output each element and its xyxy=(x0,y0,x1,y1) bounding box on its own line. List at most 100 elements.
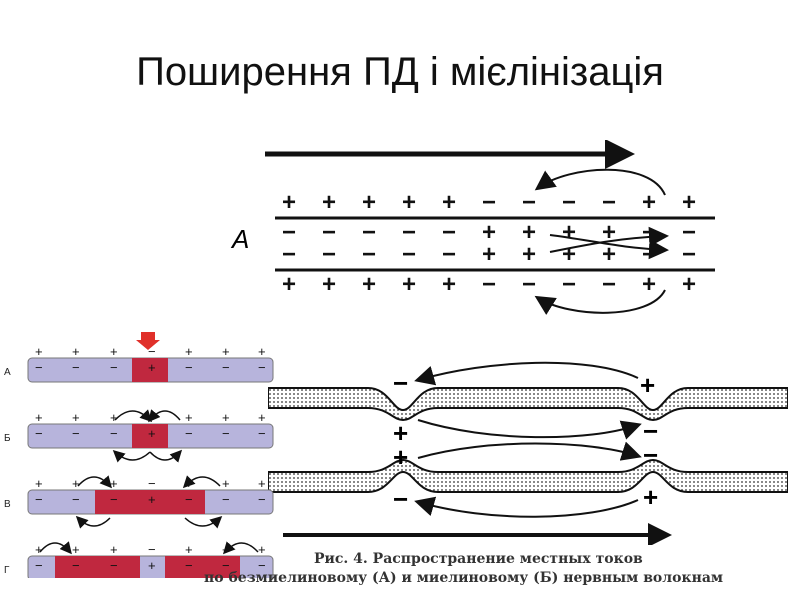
charge-sign: + xyxy=(442,189,456,216)
charge-sign: + xyxy=(282,271,296,298)
charge-sign: + xyxy=(148,492,156,507)
charge-sign: − xyxy=(362,219,376,246)
sign-node-right-mid1: − xyxy=(643,416,658,446)
current-arc xyxy=(112,449,151,463)
charge-sign: + xyxy=(222,344,230,359)
charge-sign: − xyxy=(602,189,616,216)
charge-sign: + xyxy=(442,271,456,298)
charge-sign: + xyxy=(35,542,43,557)
charge-sign: + xyxy=(362,189,376,216)
sign-row-outer-top: +++++−−−−++ xyxy=(282,189,696,216)
charge-sign: + xyxy=(110,476,118,491)
charge-sign: + xyxy=(258,344,266,359)
charge-sign: − xyxy=(72,426,80,441)
charge-sign: + xyxy=(258,410,266,425)
charge-sign: − xyxy=(258,492,266,507)
sign-row-outer-bottom: +++++−−−−++ xyxy=(282,271,696,298)
charge-sign: − xyxy=(222,426,230,441)
charge-sign: − xyxy=(602,271,616,298)
charge-sign: + xyxy=(482,219,496,246)
charge-sign: − xyxy=(185,360,193,375)
depolarized-zone xyxy=(55,556,140,578)
charge-sign: − xyxy=(522,189,536,216)
sign-row-inner-top: −−−−−++++−− xyxy=(282,219,696,246)
charge-sign: + xyxy=(322,189,336,216)
sign-row-inner-bottom: −−−−−++++−− xyxy=(282,241,696,268)
charge-sign: − xyxy=(362,241,376,268)
charge-sign: − xyxy=(72,360,80,375)
charge-sign: + xyxy=(682,189,696,216)
myelin-sheath xyxy=(268,458,788,493)
charge-sign: + xyxy=(148,558,156,573)
sign-node-left-bottom: − xyxy=(393,484,408,514)
figure-caption: Рис. 4. Распространение местных токов по… xyxy=(204,550,800,588)
charge-sign: + xyxy=(185,344,193,359)
local-current-arrow xyxy=(414,496,639,518)
myelin-sheath xyxy=(268,387,788,422)
unmyelinated-fiber-diagram: А +++++−−−−++ −−−−−++++−− −−−−−++++−− ++… xyxy=(230,140,715,315)
charge-sign: − xyxy=(185,492,193,507)
charge-sign: − xyxy=(482,189,496,216)
charge-sign: − xyxy=(110,360,118,375)
charge-sign: + xyxy=(35,476,43,491)
current-arc xyxy=(149,449,183,463)
charge-sign: − xyxy=(110,426,118,441)
charge-sign: + xyxy=(522,219,536,246)
current-arc xyxy=(222,541,259,555)
current-arc xyxy=(75,515,111,529)
charge-sign: + xyxy=(35,344,43,359)
charge-sign: + xyxy=(110,410,118,425)
charge-sign: + xyxy=(362,271,376,298)
charge-sign: − xyxy=(35,426,43,441)
charge-sign: + xyxy=(185,410,193,425)
local-current-arrow xyxy=(417,419,642,440)
row-label: А xyxy=(4,367,11,378)
charge-sign: + xyxy=(562,241,576,268)
charge-sign: + xyxy=(482,241,496,268)
charge-sign: + xyxy=(402,189,416,216)
charge-sign: − xyxy=(185,426,193,441)
depolarized-zone xyxy=(132,358,168,382)
caption-line-1: Рис. 4. Распространение местных токов xyxy=(314,551,643,567)
charge-sign: + xyxy=(562,219,576,246)
charge-sign: + xyxy=(602,241,616,268)
sign-node-left-top: − xyxy=(393,368,408,398)
charge-sign: − xyxy=(522,271,536,298)
charge-sign: − xyxy=(642,241,656,268)
charge-sign: + xyxy=(148,426,156,441)
charge-sign: + xyxy=(522,241,536,268)
caption-line-2: по безмиелиновому (А) и миелиновому (Б) … xyxy=(204,570,724,586)
charge-sign: − xyxy=(682,241,696,268)
local-current-arrow xyxy=(417,441,642,461)
charge-sign: − xyxy=(148,344,156,359)
charge-sign: − xyxy=(442,219,456,246)
local-current-arrow xyxy=(549,226,669,253)
charge-sign: + xyxy=(72,344,80,359)
charge-sign: − xyxy=(222,492,230,507)
row-label: Г xyxy=(4,565,10,576)
charge-sign: − xyxy=(35,558,43,573)
charge-sign: + xyxy=(282,189,296,216)
charge-sign: + xyxy=(222,410,230,425)
sign-node-right-top: + xyxy=(640,370,655,400)
charge-sign: + xyxy=(642,189,656,216)
row-label: Б xyxy=(4,433,11,444)
charge-sign: + xyxy=(602,219,616,246)
sign-node-left-mid2: + xyxy=(393,442,408,472)
sign-node-right-mid2: − xyxy=(643,440,658,470)
charge-sign: + xyxy=(322,271,336,298)
current-arc xyxy=(148,409,181,423)
charge-sign: − xyxy=(562,189,576,216)
charge-sign: + xyxy=(258,476,266,491)
charge-sign: + xyxy=(72,476,80,491)
charge-sign: − xyxy=(562,271,576,298)
charge-sign: + xyxy=(148,360,156,375)
charge-sign: + xyxy=(185,542,193,557)
charge-sign: − xyxy=(282,219,296,246)
charge-sign: + xyxy=(72,542,80,557)
charge-sign: − xyxy=(110,558,118,573)
charge-sign: − xyxy=(35,492,43,507)
charge-sign: − xyxy=(322,241,336,268)
charge-sign: − xyxy=(148,542,156,557)
charge-sign: − xyxy=(482,271,496,298)
